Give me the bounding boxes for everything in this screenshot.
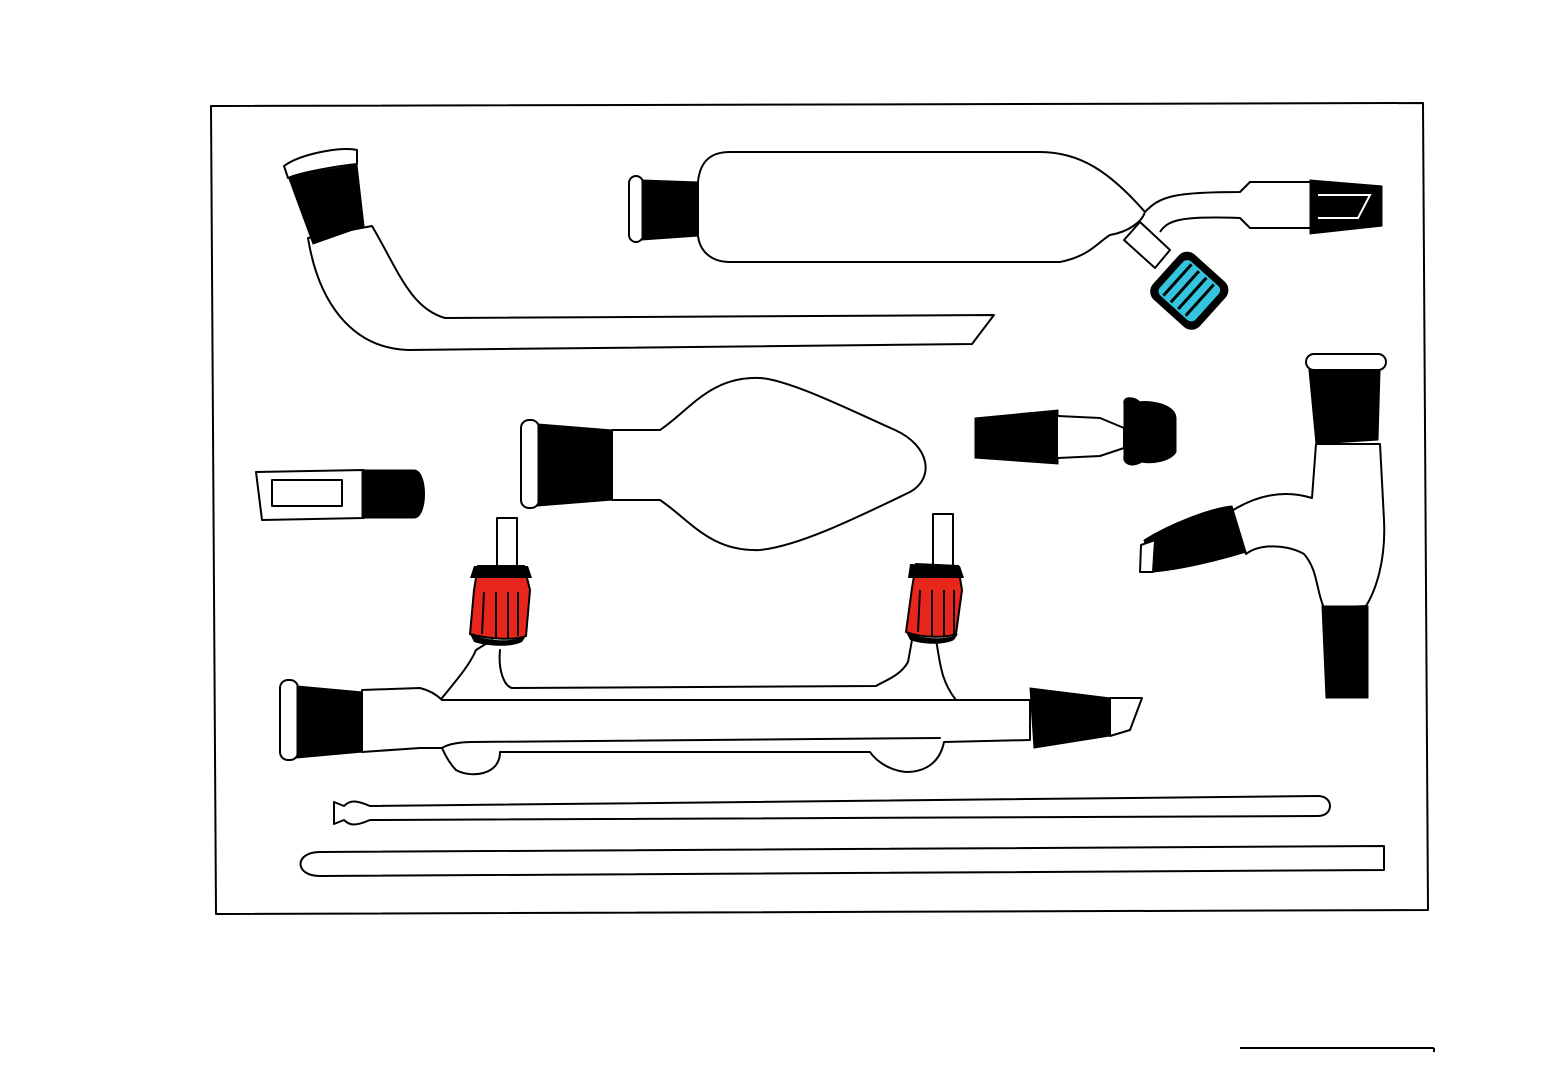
tee-adapter-icon [1139, 353, 1387, 699]
red-ptfe-tap-icon [468, 565, 532, 646]
gas-bubbler-reservoir-icon [628, 151, 1383, 263]
red-ptfe-tap-icon [904, 562, 964, 644]
sealed-glass-tube-icon [299, 845, 1385, 877]
cone-adapter-icon [974, 397, 1177, 466]
bent-adapter-icon [283, 148, 995, 351]
illustration-frame [210, 102, 1429, 915]
tapered-stopper-icon [255, 469, 425, 521]
double-tap-manifold-icon [279, 513, 1143, 776]
pear-flask-icon [520, 376, 927, 552]
glass-rod-icon [333, 795, 1331, 826]
blue-ptfe-tap-icon [1123, 221, 1229, 330]
